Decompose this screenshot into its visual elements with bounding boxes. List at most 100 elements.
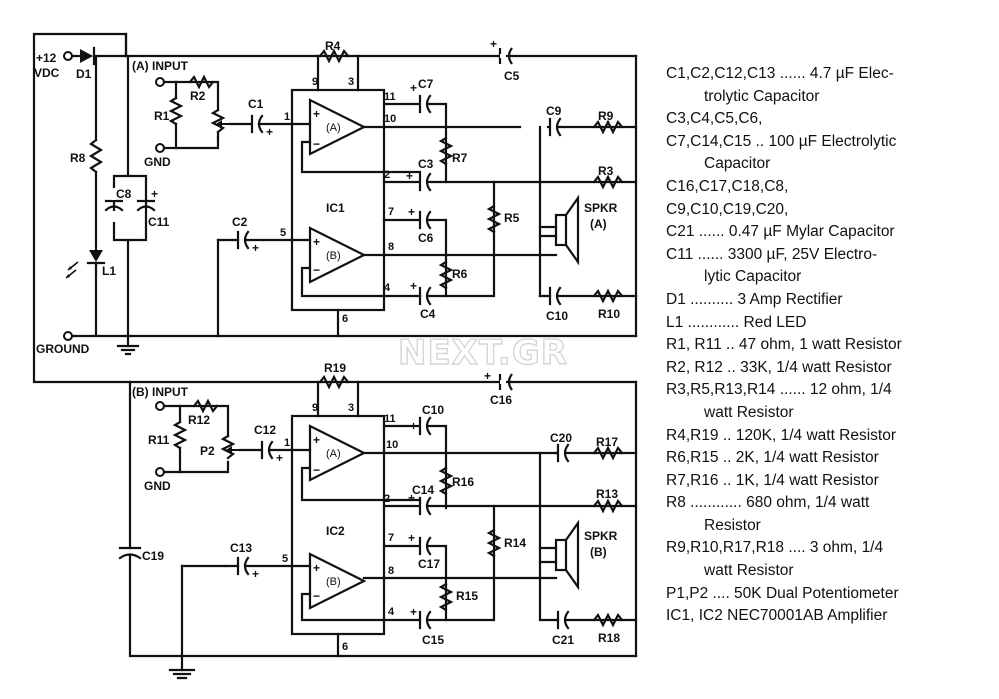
parts-list-line: L1 ............ Red LED <box>666 313 807 331</box>
parts-list-line: R7,R16 .. 1K, 1/4 watt Resistor <box>666 471 879 489</box>
svg-text:(B): (B) <box>326 576 341 588</box>
svg-text:SPKR: SPKR <box>584 201 618 215</box>
svg-text:C4: C4 <box>420 307 436 321</box>
resistor-r13 <box>592 498 624 514</box>
svg-text:R6: R6 <box>452 267 468 281</box>
svg-text:D1: D1 <box>76 67 92 81</box>
capacitor-c21: C21 <box>552 610 574 647</box>
svg-text:+: + <box>484 369 491 383</box>
svg-text:R9: R9 <box>598 109 614 123</box>
resistor-r15 <box>438 582 454 612</box>
led-l1: L1 <box>65 250 116 279</box>
parts-list-line: C9,C10,C19,C20, <box>666 200 789 218</box>
resistor-r12 <box>192 398 219 414</box>
svg-text:R19: R19 <box>324 361 346 375</box>
opamp-a2 <box>308 424 367 482</box>
svg-text:C6: C6 <box>418 231 434 245</box>
svg-text:C13: C13 <box>230 541 252 555</box>
capacitor-c10-b: + C10 <box>410 403 444 436</box>
svg-text:−: − <box>313 463 320 477</box>
svg-text:(B): (B) <box>326 250 341 262</box>
svg-text:9: 9 <box>312 76 318 88</box>
parts-list-line: watt Resistor <box>704 403 794 421</box>
resistor-r5 <box>486 204 502 234</box>
capacitor-c11: + C11 <box>136 187 170 229</box>
svg-text:5: 5 <box>280 227 286 239</box>
capacitor-c7: + C7 <box>410 77 434 114</box>
parts-list-line: R9,R10,R17,R18 .... 3 ohm, 1/4 <box>666 539 884 557</box>
input-b-label: (B) INPUT <box>132 385 189 399</box>
svg-text:2: 2 <box>384 169 390 181</box>
capacitor-c3: + C3 <box>406 157 434 192</box>
resistor-r10 <box>592 288 624 304</box>
watermark: NEXT.GR <box>398 333 568 373</box>
capacitor-c5: + C5 <box>490 37 520 83</box>
supply-terminal <box>63 51 73 61</box>
svg-text:R11: R11 <box>148 433 170 447</box>
svg-text:11: 11 <box>384 413 396 425</box>
capacitor-c1: C1 + <box>248 97 273 139</box>
svg-text:L1: L1 <box>102 264 116 278</box>
svg-text:R1: R1 <box>154 109 170 123</box>
resistor-r19 <box>318 374 350 390</box>
svg-text:8: 8 <box>388 241 394 253</box>
svg-text:C7: C7 <box>418 77 434 91</box>
svg-text:+: + <box>252 567 259 581</box>
parts-list-line: IC1, IC2 NEC70001AB Amplifier <box>666 607 888 625</box>
resistor-r1 <box>168 96 184 126</box>
capacitor-c13: C13 + <box>230 541 259 581</box>
supply-unit-label: VDC <box>34 66 60 80</box>
svg-text:4: 4 <box>384 282 391 294</box>
capacitor-c4: + C4 <box>410 279 436 321</box>
gnd-b-terminal <box>155 467 165 477</box>
svg-text:C16: C16 <box>490 393 512 407</box>
resistor-r18 <box>592 612 624 628</box>
svg-text:(B): (B) <box>590 545 607 559</box>
svg-text:6: 6 <box>342 313 348 325</box>
svg-text:R2: R2 <box>190 89 206 103</box>
resistor-r4 <box>318 48 350 64</box>
svg-text:R8: R8 <box>70 151 86 165</box>
svg-text:+: + <box>410 279 417 293</box>
parts-list-line: C7,C14,C15 .. 100 µF Electrolytic <box>666 132 897 150</box>
parts-list-line: lytic Capacitor <box>704 268 802 286</box>
svg-text:3: 3 <box>348 76 354 88</box>
speaker-a: SPKR (A) <box>538 194 618 266</box>
svg-text:+: + <box>406 169 413 183</box>
resistor-r11 <box>172 420 188 450</box>
svg-text:C20: C20 <box>550 431 572 445</box>
svg-text:10: 10 <box>386 439 398 451</box>
svg-text:3: 3 <box>348 402 354 414</box>
svg-text:+: + <box>408 531 415 545</box>
svg-text:+: + <box>408 491 415 505</box>
svg-text:(A): (A) <box>590 217 607 231</box>
svg-text:+: + <box>410 81 417 95</box>
channel-b: C19 (B) INPUT R11 R12 P2 GND C12 + 1 IC2… <box>118 361 638 680</box>
capacitor-c6: + C6 <box>408 205 434 245</box>
channel-a: (A) INPUT R1 R2 GND C1 + 1 IC1 9 3 6 <box>124 37 638 338</box>
svg-text:C15: C15 <box>422 633 444 647</box>
svg-text:R10: R10 <box>598 307 620 321</box>
opamp-b2 <box>308 552 367 610</box>
svg-text:R15: R15 <box>456 589 478 603</box>
svg-text:(A): (A) <box>326 122 341 134</box>
parts-list-line: C11 ...... 3300 µF, 25V Electro- <box>666 245 878 263</box>
svg-text:+: + <box>276 451 283 465</box>
resistor-r3 <box>592 174 624 190</box>
svg-text:SPKR: SPKR <box>584 529 618 543</box>
parts-list-line: R2, R12 .. 33K, 1/4 watt Resistor <box>666 358 892 376</box>
resistor-r9 <box>592 119 624 135</box>
svg-text:R18: R18 <box>598 631 620 645</box>
ic2-label: IC2 <box>326 524 345 538</box>
svg-text:C19: C19 <box>142 549 164 563</box>
parts-list-line: C1,C2,C12,C13 ...... 4.7 µF Elec- <box>666 65 894 82</box>
parts-list-line: trolytic Capacitor <box>704 87 820 105</box>
svg-text:+: + <box>252 241 259 255</box>
parts-list-line: D1 .......... 3 Amp Rectifier <box>666 290 843 308</box>
potentiometer-p1 <box>210 108 226 134</box>
parts-list-line: R8 ............ 680 ohm, 1/4 watt <box>666 494 870 512</box>
svg-text:11: 11 <box>384 91 396 103</box>
svg-text:C5: C5 <box>504 69 520 83</box>
svg-text:7: 7 <box>388 206 394 218</box>
